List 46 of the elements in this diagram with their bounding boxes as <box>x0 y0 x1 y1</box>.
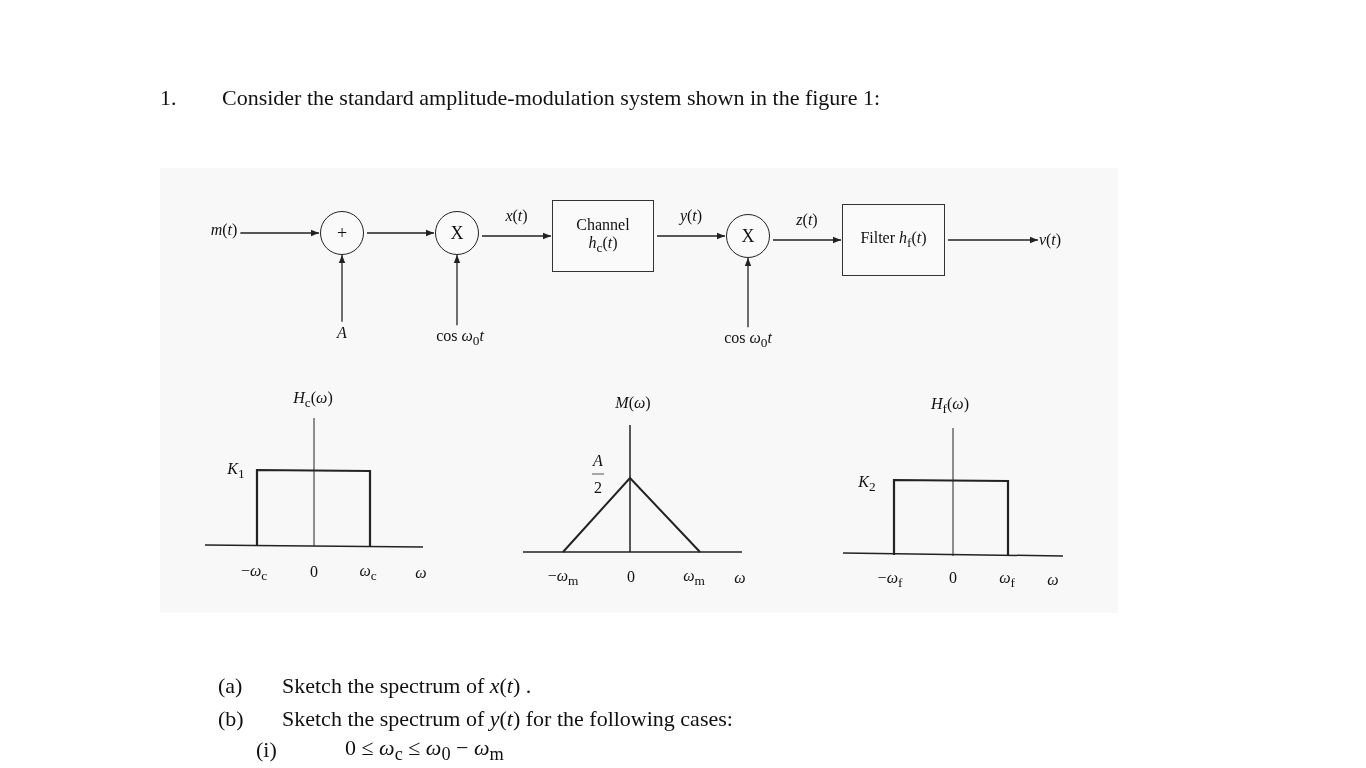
arrow <box>453 254 461 326</box>
arrow <box>947 236 1039 244</box>
block-box: Channel h$_{c}$(t) <box>552 200 654 272</box>
arrow <box>772 236 842 244</box>
axis-label: ω <box>734 570 746 586</box>
question-text: Sketch the spectrum of x(t) . <box>282 675 532 697</box>
question-text: Sketch the spectrum of y(t) for the following cases: <box>282 708 733 730</box>
arrow <box>656 232 726 240</box>
item-letter: (b) <box>218 708 244 730</box>
axis-title: M(ω) <box>615 395 651 411</box>
level-label: K$_{2}$ <box>858 474 876 494</box>
edge-label: z(t) <box>794 212 820 228</box>
tick-label: −ω$_{m}$ <box>547 568 579 588</box>
axis-label: ω <box>415 565 427 581</box>
arrow <box>481 232 552 240</box>
level-label: K$_{1}$ <box>227 461 245 481</box>
level-label: A <box>593 453 603 469</box>
question-text: Consider the standard amplitude-modulation system shown in the figure 1: <box>222 87 881 109</box>
axis-title: H$_{c}$(ω) <box>293 390 333 410</box>
signal-label: m(t) <box>210 220 238 240</box>
tick-label: 0 <box>310 564 318 580</box>
item-letter: (a) <box>218 675 243 697</box>
tick-label: 0 <box>627 569 635 585</box>
condition-text: 0 ≤ ω$_{c}$ ≤ ω$_{0}$ − ω$_{m}$ <box>345 736 504 764</box>
item-number: (i) <box>256 739 277 761</box>
signal-label: v(t) <box>1038 230 1062 250</box>
arrow <box>239 229 320 237</box>
tick-label: −ω$_{f}$ <box>877 570 903 590</box>
tick-label: ω$_{c}$ <box>359 563 377 583</box>
axis-label: ω <box>1047 572 1059 588</box>
arrow <box>366 229 435 237</box>
axis-title: H$_{f}$(ω) <box>931 396 969 416</box>
signal-label: cos ω$_{0}$t <box>724 329 772 351</box>
item-number: 1. <box>160 87 177 109</box>
signal-label: cos ω$_{0}$t <box>436 327 484 349</box>
arrow <box>744 257 752 328</box>
tick-label: −ω$_{c}$ <box>240 563 268 583</box>
tick-label: ω$_{f}$ <box>999 570 1015 590</box>
arrow <box>338 254 346 323</box>
edge-label: y(t) <box>677 208 705 224</box>
signal-label: A <box>337 323 347 343</box>
tick-label: 0 <box>949 570 957 586</box>
edge-label: x(t) <box>503 208 530 224</box>
level-label: 2 <box>594 480 602 496</box>
tick-label: ω$_{m}$ <box>683 568 705 588</box>
block-box: Filter h$_{f}$(t) <box>842 204 945 276</box>
